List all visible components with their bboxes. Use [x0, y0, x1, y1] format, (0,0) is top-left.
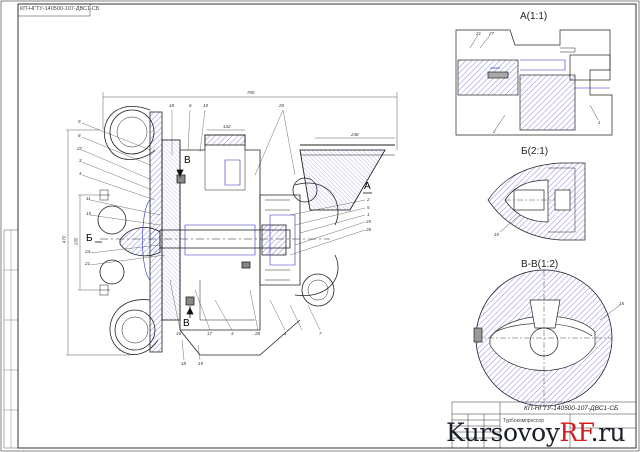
callout-bottom-1: 1 — [284, 331, 287, 336]
callout-detail-a-21: 21 — [476, 31, 482, 36]
section-mark-v-top: В — [184, 155, 191, 166]
section-arrows — [95, 168, 372, 318]
callout-left-8: 8 — [78, 133, 81, 138]
callout-section-vv-16: 16 — [619, 301, 625, 306]
dimension-lines — [66, 92, 398, 356]
watermark-part2: RF — [559, 418, 591, 447]
callout-right-26: 26 — [366, 227, 372, 232]
detail-b-view — [487, 162, 586, 241]
watermark-part1: Kursovoy — [446, 418, 560, 447]
dimension-d2: 248 — [351, 132, 359, 137]
callout-right-5: 5 — [367, 205, 370, 210]
callout-left-3: 3 — [79, 158, 82, 163]
callout-bottom-7: 7 — [319, 331, 322, 336]
callout-detail-a-1: 1 — [598, 120, 601, 125]
section-vv-view — [473, 269, 621, 407]
detail-a-title: А(1:1) — [520, 11, 548, 22]
callout-left-11: 11 — [86, 196, 91, 201]
section-mark-a: А — [364, 181, 371, 192]
document-number: КП-НГТУ-140500-107-ДВС1-СБ — [524, 405, 619, 412]
dimension-h2: 235 — [73, 237, 79, 246]
callout-right-25: 25 — [366, 219, 372, 224]
top-stamp-text: КП-НГТУ-140500-107-ДВС1-СБ — [20, 6, 100, 12]
main-view — [97, 105, 395, 356]
callout-top-18: 18 — [169, 103, 175, 108]
callout-bottom-28: 28 — [255, 331, 261, 336]
callout-top-6: 6 — [189, 103, 192, 108]
dimension-overall-length: 705 — [247, 90, 255, 95]
dimension-d1: 132 — [223, 124, 231, 129]
title-block-name: Турбокомпрессор — [503, 418, 544, 424]
callout-bottom-4: 4 — [231, 331, 234, 336]
callout-top-20: 20 — [279, 103, 285, 108]
callout-top-10: 10 — [203, 103, 209, 108]
callout-left-9: 9 — [78, 119, 81, 124]
callout-detail-a-27: 27 — [489, 31, 495, 36]
watermark-part3: .ru — [590, 418, 626, 447]
section-vv-title: В-В(1:2) — [521, 259, 559, 270]
callout-bottom-16: 16 — [176, 331, 182, 336]
callout-bottom-19: 19 — [198, 361, 204, 366]
callout-left-21: 21 — [85, 261, 91, 266]
callout-detail-a-2: 2 — [493, 129, 496, 134]
callout-detail-b-10: 10 — [494, 232, 500, 237]
callout-left-24: 24 — [85, 249, 91, 254]
callout-left-22: 22 — [77, 146, 83, 151]
watermark-logo: KursovoyRF.ru — [446, 418, 626, 447]
callout-left-4: 4 — [79, 171, 82, 176]
callout-left-15: 15 — [86, 211, 92, 216]
section-mark-b: Б — [86, 233, 93, 244]
callout-right-1: 1 — [367, 212, 370, 217]
detail-b-title: Б(2:1) — [521, 146, 549, 157]
callout-bottom-17: 17 — [207, 331, 213, 336]
callout-right-2: 2 — [367, 197, 370, 202]
section-mark-v-bottom: В — [183, 318, 190, 329]
dimension-h1: 470 — [61, 235, 67, 244]
leader-lines — [81, 109, 366, 361]
detail-a-view — [455, 29, 613, 136]
callout-bottom-18: 18 — [181, 361, 187, 366]
